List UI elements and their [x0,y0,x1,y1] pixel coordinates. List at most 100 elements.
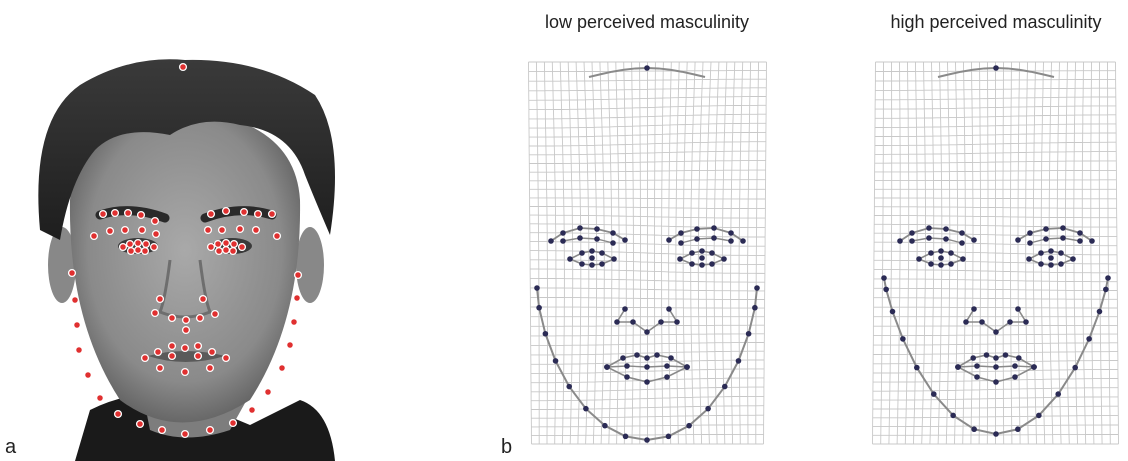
title-high-masculinity: high perceived masculinity [890,12,1102,32]
landmark-dot [542,330,549,337]
landmark-dot [1026,256,1032,262]
landmark-dot [217,225,227,235]
landmark-dot [98,209,108,219]
landmark-dot [599,250,605,256]
landmark-dot [123,208,133,218]
landmark-dot [1038,261,1044,267]
landmark-dot [699,262,705,268]
landmark-dot [604,364,610,370]
landmark-dot [909,230,915,236]
landmark-dot [689,261,695,267]
landmark-dot [926,235,932,241]
landmark-dot [180,367,190,377]
landmark-dot [180,429,190,439]
landmark-dot [113,409,123,419]
landmark-dot [74,345,84,355]
landmark-dot [1016,355,1022,361]
landmark-dot [974,363,980,369]
landmark-dot [883,286,889,293]
landmark-dot [689,250,695,256]
landmark-dot [983,352,990,358]
landmark-dot [938,255,944,261]
landmark-dot [181,315,191,325]
landmark-dot [583,405,589,412]
landmark-dot [221,206,231,216]
landmark-dot [289,317,299,327]
landmark-dot [181,325,191,335]
landmark-dot [658,319,664,325]
landmark-dot [180,343,190,353]
landmark-dot [83,370,93,380]
landmark-dot [140,246,150,256]
landmark-dot [678,230,684,236]
landmark-dot [285,340,295,350]
landmark-dot [993,379,999,385]
landmark-dot [1103,286,1109,293]
landmark-dot [207,347,217,357]
landmark-dot [1048,248,1054,254]
landmark-dot [1031,364,1037,370]
landmark-dot [206,209,216,219]
landmark-dot [993,355,999,361]
landmark-dot [589,255,595,261]
mesh-grid [872,61,1119,445]
landmark-dot [699,255,705,261]
landmark-dot [1105,275,1111,281]
landmark-dot [970,355,976,361]
panel-label-b: b [501,436,513,458]
landmark-dot [195,313,205,323]
landmark-dot [943,236,949,242]
landmark-dot [140,353,150,363]
landmark-dot [228,418,238,428]
landmark-dot [137,225,147,235]
landmark-dot [666,237,672,243]
landmark-dot [678,240,684,246]
landmark-dot [614,319,620,325]
landmark-dot [1096,308,1103,315]
landmark-dot [126,246,136,256]
landmark-dot [644,379,650,385]
landmark-dot [928,250,934,256]
landmark-dot [599,261,605,267]
landmark-dot [167,351,177,361]
landmark-dot [943,226,949,232]
landmark-dot [897,238,903,244]
landmark-dot [1027,240,1033,246]
landmark-dot [665,433,672,440]
landmark-dot [1015,426,1021,433]
landmark-dot [971,426,977,433]
face-contour [680,237,732,244]
landmark-dot [239,207,249,217]
landmark-dot [150,216,160,226]
landmark-dot [960,256,966,262]
landmark-dot [210,309,220,319]
panel-label-a: a [5,436,17,458]
landmark-dot [253,209,263,219]
landmark-dot [293,270,303,280]
landmark-dot [151,229,161,239]
landmark-dot [193,351,203,361]
landmark-dot [694,226,700,232]
landmark-dot [611,256,617,262]
landmark-dot [610,240,616,246]
landmark-dot [155,294,165,304]
landmark-dot [752,304,758,311]
landmark-dot [728,230,734,236]
landmark-dot [579,261,585,267]
landmark-dot [150,308,160,318]
landmark-dot [534,285,540,291]
landmark-dot [1036,412,1042,419]
landmark-dot [272,231,282,241]
landmark-dot [552,358,559,364]
landmark-dot [594,226,600,232]
landmark-dot [136,210,146,220]
landmark-dot [167,341,177,351]
landmark-dot [135,419,145,429]
mesh-low-masculinity [528,61,767,445]
landmark-dot [694,236,700,242]
landmark-dot [955,364,961,370]
landmark-dot [711,225,717,231]
landmark-dot [721,383,728,390]
landmark-dot [118,242,128,252]
